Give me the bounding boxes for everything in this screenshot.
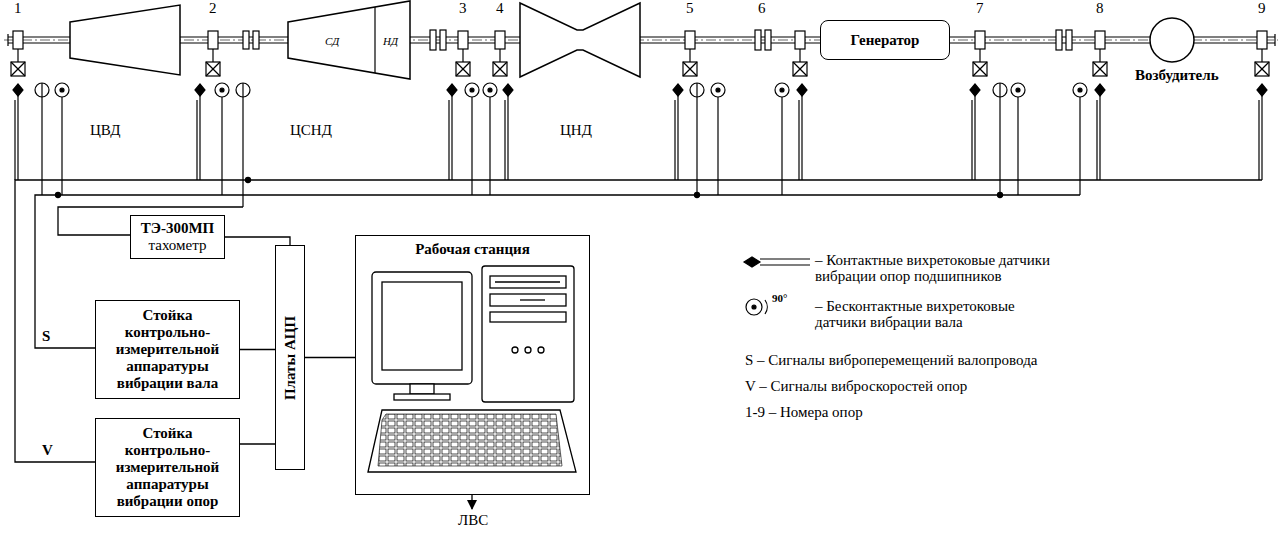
node-label: Платы АЦП	[282, 315, 299, 399]
callout-number: 5	[686, 0, 694, 16]
cylinder-ip-lp: ЦСНД СД НД	[280, 0, 415, 140]
node-label: ТЭ-300МП	[135, 220, 220, 237]
generator-box: Генератор	[820, 20, 950, 60]
node-label: Возбудитель	[1135, 67, 1219, 84]
signal-connector	[240, 349, 275, 350]
adc-board: Платы АЦП	[275, 245, 305, 470]
tachometer-box: ТЭ-300МПтахометр	[130, 215, 225, 259]
signal-connector	[305, 357, 355, 358]
node-label: тахометр	[135, 237, 220, 254]
callout-number: 7	[976, 0, 984, 16]
signal-label: V – Сигналы виброскоростей опор	[745, 378, 967, 394]
legend-text: – Бесконтактные вихретоковые датчики виб…	[815, 298, 1065, 330]
node-label: ЦСНД	[290, 122, 332, 139]
signal-label: S – Сигналы виброперемещений валопровода	[745, 352, 1037, 368]
rack-box: Стойка контрольно-измерительной аппарату…	[95, 300, 240, 399]
cylinder-hp: ЦВД	[65, 2, 185, 142]
shape-outline	[515, 0, 645, 140]
signal-label: 1-9 – Номера опор	[745, 404, 863, 420]
callout-number: 6	[758, 0, 766, 16]
workstation-box: Рабочая станция	[355, 235, 590, 495]
node-label: НД	[383, 33, 398, 50]
signal-connector	[240, 443, 275, 444]
node-label: Генератор	[851, 32, 920, 49]
node-label: СД	[325, 33, 339, 50]
exciter-circle: Возбудитель	[1135, 15, 1235, 87]
node-label: Стойка контрольно-измерительной аппарату…	[102, 425, 233, 510]
shape-outline	[65, 2, 185, 142]
callout-number: 2	[209, 0, 217, 16]
node-label: Рабочая станция	[361, 241, 584, 258]
callout-number: 8	[1096, 0, 1104, 16]
node-label: ЦНД	[560, 122, 592, 139]
node-label: Стойка контрольно-измерительной аппарату…	[102, 307, 233, 392]
legend-text: – Контактные вихретоковые датчики вибрац…	[815, 252, 1065, 284]
shape-outline	[280, 0, 415, 140]
cylinder-lp: ЦНД	[515, 0, 645, 140]
signal-connector	[225, 237, 290, 245]
node-label: ЦВД	[90, 122, 121, 139]
signal-label: V	[42, 442, 53, 458]
callout-number: 3	[459, 0, 467, 16]
callout-number: 1	[14, 0, 22, 16]
callout-number: 4	[496, 0, 504, 16]
lan-arrow	[471, 495, 472, 509]
signal-label: ЛВС	[458, 512, 488, 528]
legend-symbols	[744, 257, 810, 315]
signal-label: 90°	[772, 290, 787, 306]
callout-number: 9	[1258, 0, 1266, 16]
computer-picture	[368, 266, 576, 472]
signal-label: S	[42, 328, 50, 344]
shaft	[4, 34, 1278, 46]
rack-box: Стойка контрольно-измерительной аппарату…	[95, 418, 240, 517]
